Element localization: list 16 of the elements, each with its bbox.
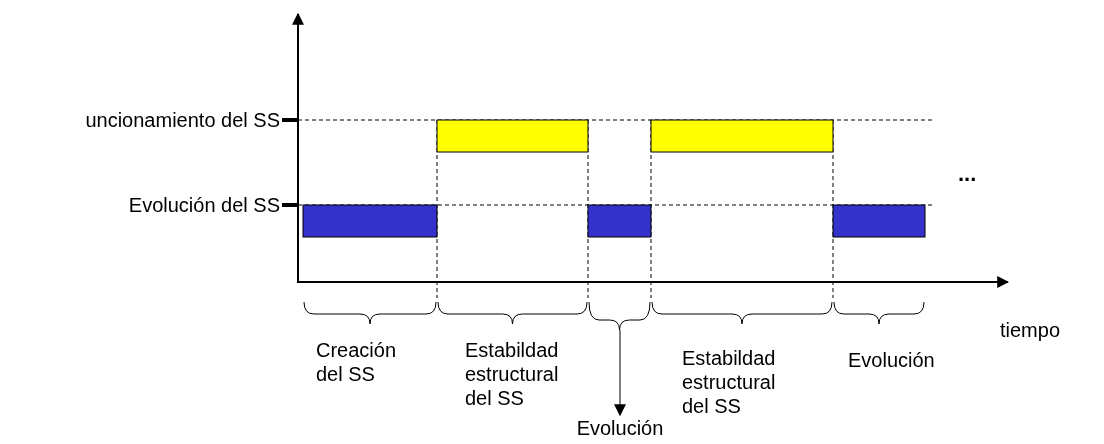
phase-label: Estabildad estructural del SS [465,338,560,410]
state-bar [302,204,438,238]
axis-label: uncionamiento del SS [84,108,280,132]
phase-label: Evolución [848,348,936,372]
phase-label: Creación del SS [316,338,398,386]
phase-label: Estabildad estructural del SS [682,346,777,418]
axis-label: Evolución del SS [127,193,280,217]
ellipsis: ... [958,162,977,186]
state-bar [587,204,652,238]
state-bar [436,119,589,153]
state-bar [832,204,926,238]
axis-label: tiempo [1000,318,1061,342]
phase-label: Evolución [560,416,680,440]
arrow [614,329,626,417]
state-bar [650,119,834,153]
curly-brace [588,301,651,331]
